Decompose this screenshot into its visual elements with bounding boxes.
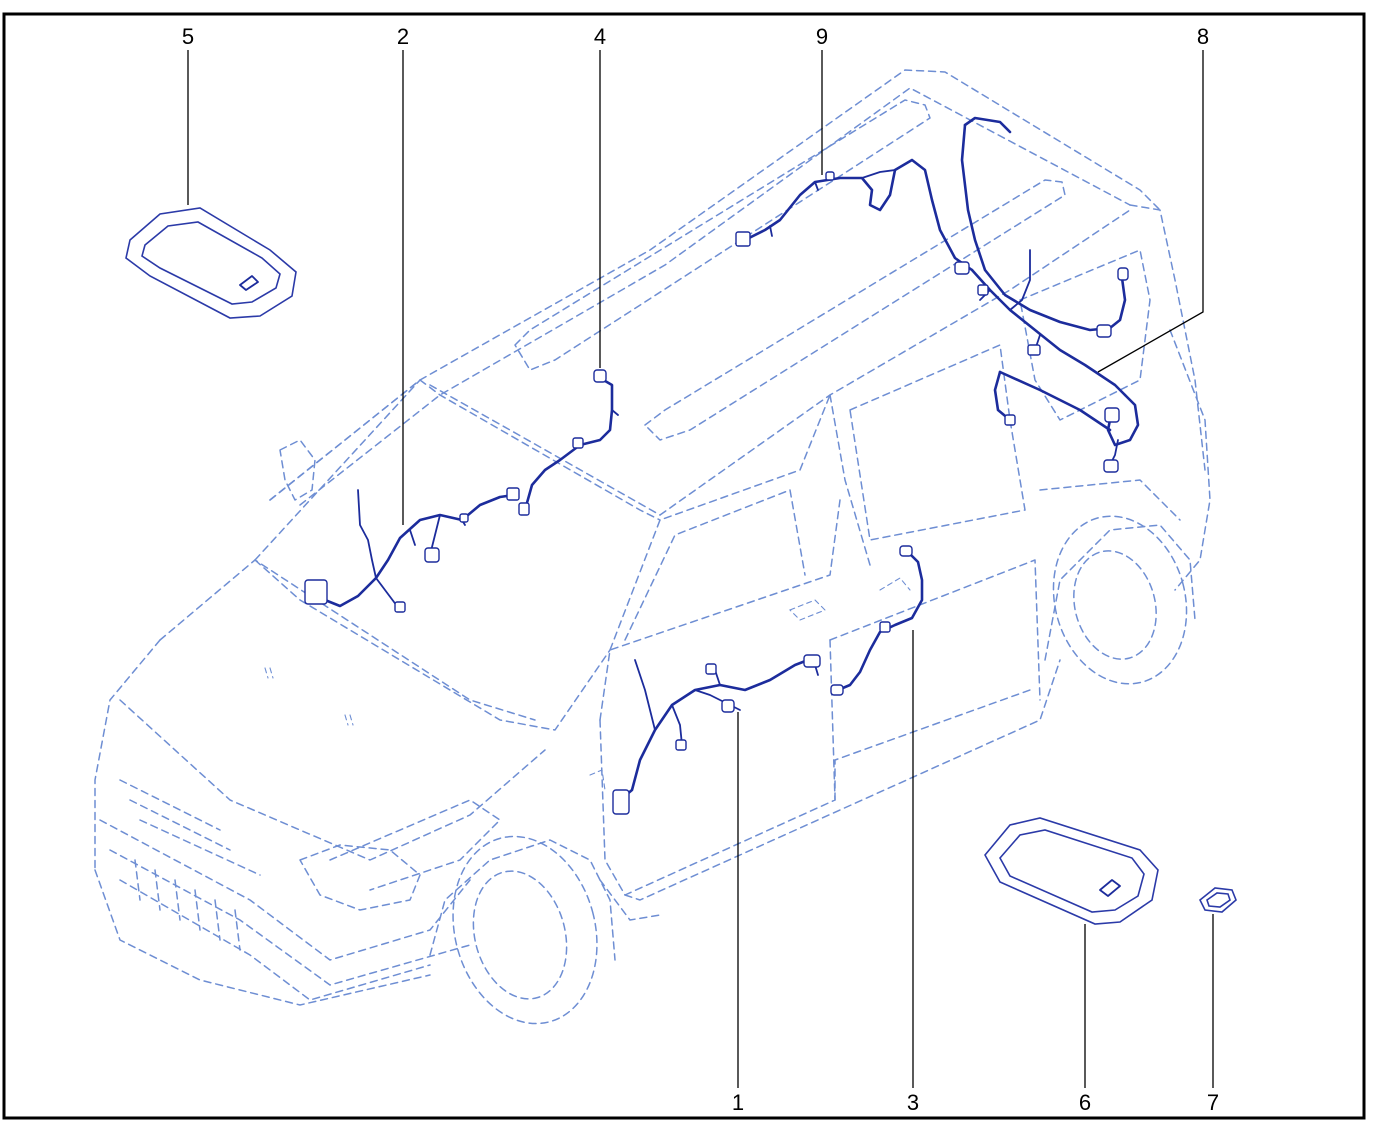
callout-1: 1 [732,1090,744,1115]
diagram-border [2,12,1366,1120]
callout-2: 2 [397,24,409,49]
callout-9: 9 [816,24,828,49]
roof-harness [735,158,974,272]
callout-leaders [187,50,1214,1088]
callout-5: 5 [182,24,194,49]
callout-8: 8 [1197,24,1209,49]
callout-6: 6 [1079,1090,1091,1115]
callout-7: 7 [1207,1090,1219,1115]
dashboard-harness [518,369,619,516]
callout-4: 4 [594,24,606,49]
body-rear-harness [954,116,1140,473]
grommet-7 [1198,887,1237,913]
callout-3: 3 [907,1090,919,1115]
engine-compartment-harness [304,487,520,613]
vehicle-body-outline [94,69,1211,1025]
rear-door-harness [830,545,924,696]
trim-cover-6 [984,817,1159,925]
callout-numbers: 5 2 4 9 8 1 3 6 7 [182,24,1219,1115]
front-door-harness [612,654,821,815]
trim-cover-5 [125,207,297,319]
